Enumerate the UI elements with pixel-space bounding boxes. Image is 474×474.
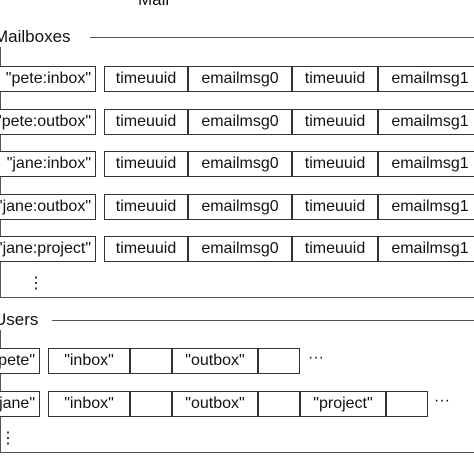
- users-left-rule: [0, 320, 1, 452]
- user-row-more: ···: [308, 349, 324, 366]
- mailboxes-more: ⋮: [28, 275, 44, 292]
- users-bottom-rule: [0, 452, 474, 453]
- mailbox-row-cell: timeuuid: [292, 109, 378, 135]
- mailbox-row-cell: timeuuid: [104, 151, 188, 177]
- user-row-cell: "inbox": [48, 348, 130, 374]
- mailbox-row-cell: emailmsg0: [188, 151, 292, 177]
- mailboxes-bottom-rule: [0, 297, 474, 298]
- user-row-key: "pete": [0, 348, 40, 374]
- mailbox-row-key: "pete:outbox": [0, 109, 96, 135]
- user-row-cell: "outbox": [172, 391, 258, 417]
- mailbox-row-cell: emailmsg1: [378, 109, 474, 135]
- mailbox-row-cell: emailmsg1: [378, 236, 474, 262]
- mailbox-row-cell: emailmsg1: [378, 194, 474, 220]
- user-row-empty-cell: [386, 391, 428, 417]
- users-heading: Users: [0, 310, 45, 330]
- user-row-empty-cell: [258, 391, 300, 417]
- mailbox-row-cell: emailmsg0: [188, 236, 292, 262]
- mailbox-row-cell: emailmsg0: [188, 66, 292, 92]
- mailbox-row-key: "pete:inbox": [0, 66, 96, 92]
- mailbox-row-key: "jane:outbox": [0, 194, 96, 220]
- mailbox-row-cell: emailmsg0: [188, 194, 292, 220]
- mailbox-row-key: "jane:project": [0, 236, 96, 262]
- mailboxes-heading: Mailboxes: [0, 27, 77, 47]
- user-row-empty-cell: [130, 391, 172, 417]
- users-top-rule: [52, 320, 474, 321]
- diagram-title: Mail: [138, 0, 169, 10]
- users-more: ⋮: [0, 430, 16, 447]
- mailbox-row-cell: timeuuid: [292, 236, 378, 262]
- mailbox-row-key: "jane:inbox": [0, 151, 96, 177]
- mailbox-row-cell: timeuuid: [104, 236, 188, 262]
- mailbox-row-cell: emailmsg0: [188, 109, 292, 135]
- user-row-key: "jane": [0, 391, 40, 417]
- user-row-empty-cell: [130, 348, 172, 374]
- mailbox-row-cell: emailmsg1: [378, 66, 474, 92]
- mailbox-row-cell: timeuuid: [104, 109, 188, 135]
- user-row-cell: "outbox": [172, 348, 258, 374]
- user-row-more: ···: [434, 392, 450, 409]
- user-row-empty-cell: [258, 348, 300, 374]
- user-row-cell: "project": [300, 391, 386, 417]
- user-row-cell: "inbox": [48, 391, 130, 417]
- mailbox-row-cell: timeuuid: [104, 194, 188, 220]
- mailbox-row-cell: timeuuid: [292, 66, 378, 92]
- mailbox-row-cell: timeuuid: [104, 66, 188, 92]
- mailboxes-top-rule: [90, 37, 474, 38]
- mailbox-row-cell: timeuuid: [292, 194, 378, 220]
- mailbox-row-cell: timeuuid: [292, 151, 378, 177]
- mailbox-row-cell: emailmsg1: [378, 151, 474, 177]
